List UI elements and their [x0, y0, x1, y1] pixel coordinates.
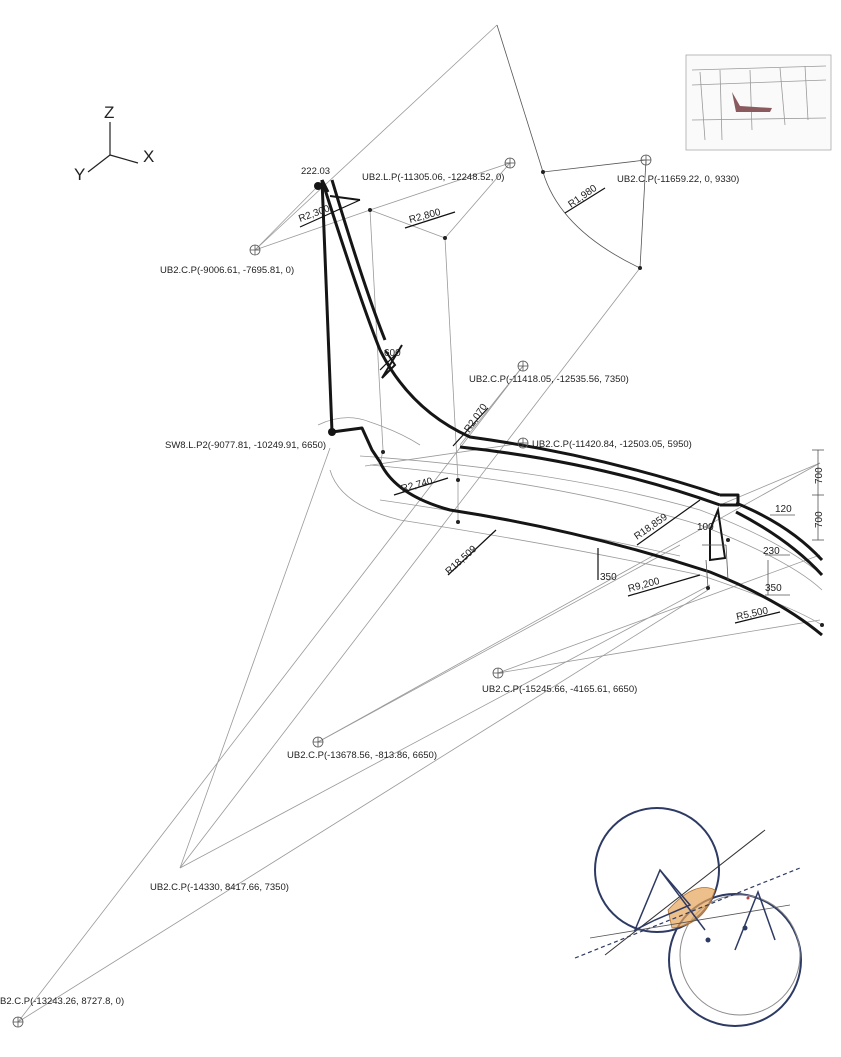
main-profile: [314, 179, 824, 637]
point-label: UB2.L.P(-11305.06, -12248.52, 0): [362, 172, 504, 183]
crosshair-marker: [517, 437, 529, 449]
radius-label: R2,300: [297, 203, 331, 225]
crosshair-marker: [12, 1016, 24, 1028]
point-label: UB2.C.P(-15245.66, -4165.61, 6650): [482, 684, 637, 695]
crosshair-marker: [504, 157, 516, 169]
radius-label: R2,800: [408, 207, 442, 226]
crosshair-marker: [492, 667, 504, 679]
dim-label: 120: [775, 504, 792, 515]
dim-label: 230: [763, 546, 780, 557]
crosshair-marker: [312, 736, 324, 748]
point-label: UB2.C.P(-11418.05, -12535.56, 7350): [469, 374, 629, 385]
thumbnail-inset: [685, 54, 832, 151]
point-labels: UB2.L.P(-11305.06, -12248.52, 0) UB2.C.P…: [0, 172, 739, 1007]
axis-z-label: Z: [104, 103, 114, 122]
construction-lines: [17, 24, 821, 1023]
point-label: UB2.C.P(-13678.56, -813.86, 6650): [287, 750, 437, 761]
dim-label: 700: [814, 467, 825, 484]
point-label: B2.C.P(-13243.26, 8727.8, 0): [0, 996, 124, 1007]
point-label: UB2.C.P(-11420.84, -12503.05, 5950): [532, 439, 692, 450]
point-markers: [12, 154, 824, 1028]
dimension-labels: 600 700 700 120 100 230 350 350: [384, 348, 825, 594]
radius-labels: R2,300 R2,800 R1,980 R2,070 R2,740 R18,5…: [297, 183, 769, 623]
point-label: SW8.L.P2(-9077.81, -10249.91, 6650): [165, 440, 326, 451]
crosshair-marker: [249, 244, 261, 256]
axis-x-label: X: [143, 147, 154, 166]
radius-label: R2,070: [462, 402, 490, 435]
point-label: UB2.C.P(-14330, 8417.66, 7350): [150, 882, 289, 893]
axis-y-label: Y: [74, 165, 85, 184]
dimension-lines: [299, 187, 824, 624]
dim-label: 600: [384, 348, 401, 359]
crosshair-marker: [640, 154, 652, 166]
point-label: UB2.C.P(-9006.61, -7695.81, 0): [160, 265, 294, 276]
dim-label: 700: [814, 511, 825, 528]
dim-label: 100: [697, 522, 714, 533]
radius-label: R1,980: [566, 183, 599, 211]
radius-label: R18,509: [444, 543, 480, 577]
top-value-label: 222.03: [301, 166, 330, 177]
point-label: UB2.C.P(-11659.22, 0, 9330): [617, 174, 739, 185]
radius-label: R9,200: [627, 576, 661, 595]
crosshair-marker: [517, 360, 529, 372]
radius-label: R5,500: [735, 605, 769, 623]
radius-label: R18,859: [632, 512, 670, 543]
axis-triad: Z X Y: [74, 103, 154, 184]
radius-label: R2,740: [400, 476, 434, 495]
dim-label: 350: [600, 572, 617, 583]
dim-label: 350: [765, 583, 782, 594]
hand-sketch: [574, 807, 802, 1027]
